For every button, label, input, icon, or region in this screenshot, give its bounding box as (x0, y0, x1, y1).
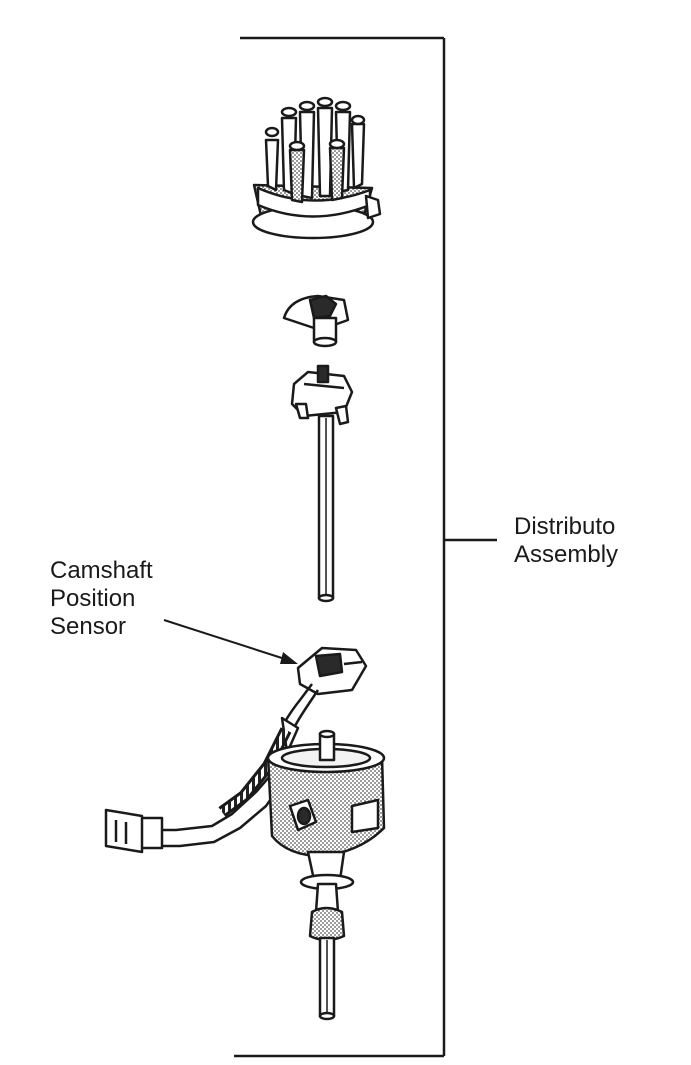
camshaft-position-sensor (284, 646, 368, 729)
assembly-label-line2: Assembly (514, 541, 618, 568)
rotor-shaft-assembly (290, 364, 354, 603)
assembly-label-line1: Distributo (514, 513, 615, 540)
rotor (282, 294, 350, 348)
sensor-label-line3: Sensor (50, 613, 126, 640)
sensor-label-line2: Position (50, 585, 135, 612)
sensor-leader-arrow (163, 619, 298, 664)
distributor-housing (266, 729, 386, 1021)
distributor-cap (251, 96, 382, 240)
assembly-bracket (234, 36, 497, 1058)
sensor-label-line1: Camshaft (50, 557, 153, 584)
